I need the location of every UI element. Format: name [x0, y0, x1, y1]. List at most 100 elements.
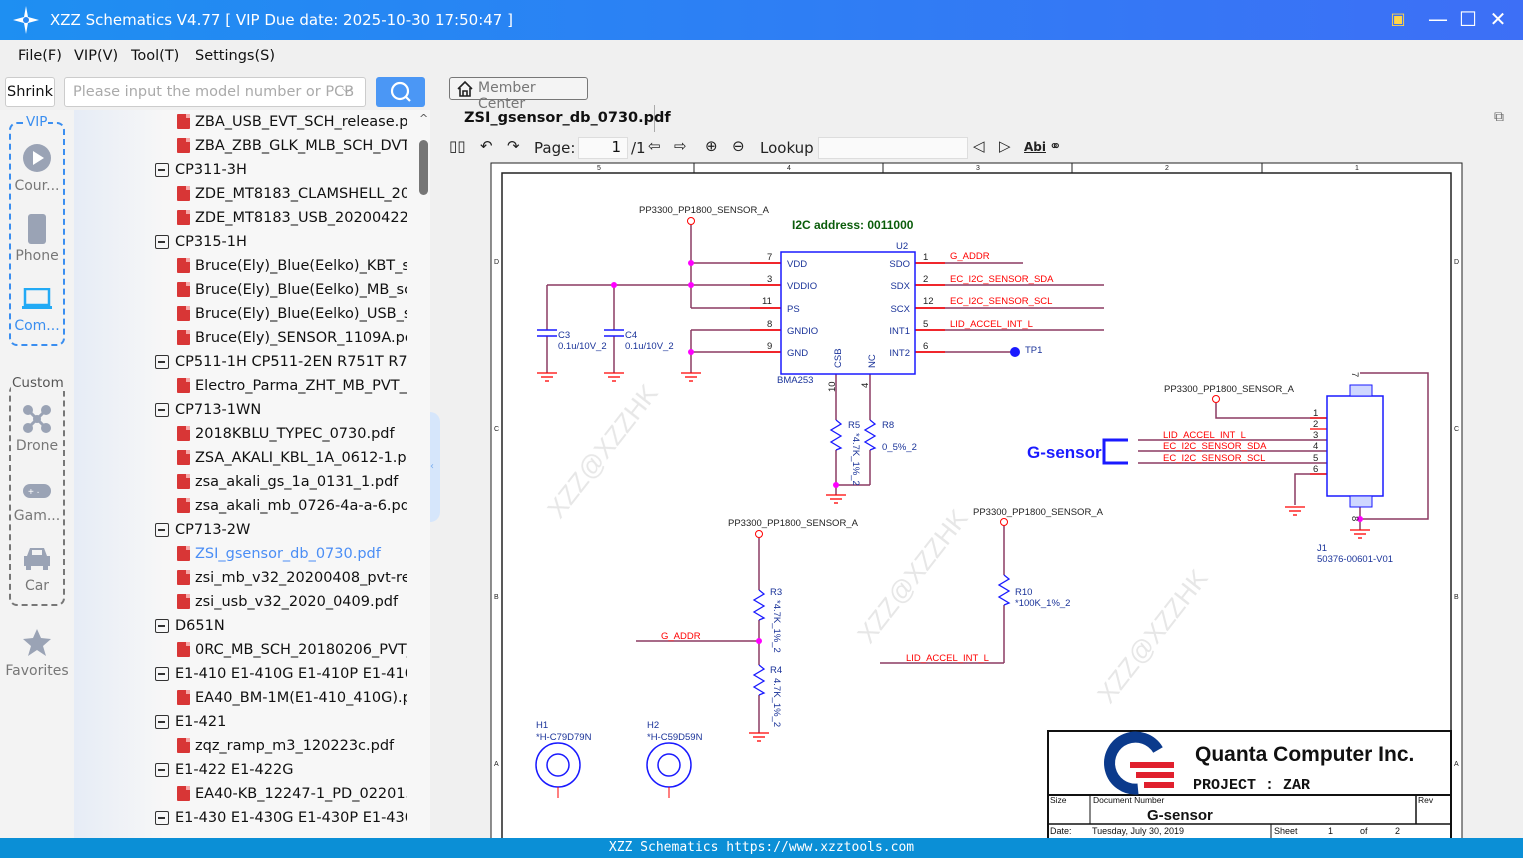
two-page-icon[interactable]: ▯▯ — [449, 137, 466, 155]
rotate-left-icon[interactable]: ↶ — [480, 137, 493, 155]
nav-computer[interactable]: Com... — [14, 318, 60, 334]
r4-ref: R4 — [770, 665, 782, 676]
rotate-right-icon[interactable]: ↷ — [507, 137, 520, 155]
menu-file[interactable]: File(F) — [18, 48, 62, 64]
laptop-icon[interactable] — [22, 288, 52, 310]
model-search-input[interactable]: Please input the model number or PCB — [64, 77, 366, 107]
collapse-icon[interactable] — [155, 619, 169, 633]
nav-drone[interactable]: Drone — [15, 438, 59, 454]
tree-file[interactable]: zsa_akali_mb_0726-4a-a-6.pdf — [74, 495, 407, 517]
tree-group[interactable]: E1-430 E1-430G E1-430P E1-430PG — [74, 807, 407, 829]
title-block: Quanta Computer Inc. PROJECT : ZAR Size … — [1047, 730, 1452, 838]
tree-file[interactable]: ZDE_MT8183_CLAMSHELL_2020 — [74, 183, 407, 205]
collapse-icon[interactable] — [155, 811, 169, 825]
prev-page-icon[interactable]: ⇦ — [648, 137, 661, 155]
tree-file[interactable]: Bruce(Ely)_Blue(Eelko)_USB_sch — [74, 303, 407, 325]
power-port-icon — [755, 530, 763, 538]
search-button[interactable] — [376, 77, 425, 107]
lookup-input[interactable] — [818, 137, 968, 159]
capacitor-icon — [537, 329, 624, 337]
play-icon[interactable] — [23, 144, 51, 172]
u2-chip[interactable] — [780, 251, 916, 375]
tree-file[interactable]: Bruce(Ely)_Blue(Eelko)_MB_sche — [74, 279, 407, 301]
tree-file[interactable]: 0RC_MB_SCH_20180206_PVT_A. — [74, 639, 407, 661]
close-tab-icon[interactable]: ⧉ — [1494, 109, 1504, 125]
nav-courses[interactable]: Cour... — [14, 178, 60, 194]
tree-group[interactable]: CP511-1H CP511-2EN R751T R751T — [74, 351, 407, 373]
tree-file[interactable]: EA40-KB_12247-1_PD_02201300 — [74, 783, 407, 805]
maximize-button[interactable]: ☐ — [1459, 7, 1477, 31]
zoom-in-icon[interactable]: ⊕ — [705, 137, 718, 155]
phone-icon[interactable] — [28, 214, 46, 244]
menu-tool[interactable]: Tool(T) — [131, 48, 180, 64]
collapse-icon[interactable] — [155, 403, 169, 417]
date-label: Date: — [1050, 826, 1072, 836]
tree-file[interactable]: zsa_akali_gs_1a_0131_1.pdf — [74, 471, 407, 493]
tree-scrollbar-thumb[interactable] — [419, 140, 428, 195]
tree-group[interactable]: E1-422 E1-422G — [74, 759, 407, 781]
pin-stubs — [750, 262, 945, 353]
tree-file[interactable]: zsi_usb_v32_2020_0409.pdf — [74, 591, 407, 613]
tree-file[interactable]: 2018KBLU_TYPEC_0730.pdf — [74, 423, 407, 445]
tree-file[interactable]: ZDE_MT8183_USB_20200422_A. — [74, 207, 407, 229]
collapse-icon[interactable] — [155, 235, 169, 249]
panel-splitter[interactable]: ‹ — [430, 72, 441, 838]
tree-item-label: ZSI_gsensor_db_0730.pdf — [195, 546, 381, 562]
menu-vip[interactable]: VIP(V) — [74, 48, 119, 64]
minimize-button[interactable]: — — [1428, 7, 1448, 31]
tree-file[interactable]: ZBA_ZBB_GLK_MLB_SCH_DVT_0 — [74, 135, 407, 157]
tree-file[interactable]: Electro_Parma_ZHT_MB_PVT_04 — [74, 375, 407, 397]
drone-icon[interactable] — [23, 405, 51, 433]
nav-favorites[interactable]: Favorites — [5, 663, 69, 679]
collapse-handle[interactable]: ‹ — [430, 412, 440, 522]
tree-group[interactable]: CP713-1WN — [74, 399, 407, 421]
tree-file[interactable]: zqz_ramp_m3_120223c.pdf — [74, 735, 407, 757]
menu-bar: File(F) VIP(V) Tool(T) Settings(S) — [0, 40, 1523, 72]
collapse-icon[interactable] — [155, 523, 169, 537]
tree-group[interactable]: E1-410 E1-410G E1-410P E1-410PG — [74, 663, 407, 685]
nav-games[interactable]: Gam... — [13, 508, 61, 524]
collapse-icon[interactable] — [155, 355, 169, 369]
find-next-icon[interactable]: ▷ — [999, 137, 1011, 155]
tree-item-label: Bruce(Ely)_Blue(Eelko)_MB_sche — [195, 282, 407, 298]
nav-phone[interactable]: Phone — [15, 248, 59, 264]
row-label: D — [1454, 259, 1459, 266]
collapse-icon[interactable] — [155, 763, 169, 777]
tree-file[interactable]: ZSA_AKALI_KBL_1A_0612-1.pdf — [74, 447, 407, 469]
close-button[interactable]: ✕ — [1489, 7, 1507, 31]
tree-group[interactable]: CP315-1H — [74, 231, 407, 253]
gamepad-icon[interactable]: + ∙ — [23, 484, 51, 498]
tree-file[interactable]: EA40_BM-1M(E1-410_410G).pdf — [74, 687, 407, 709]
zoom-out-icon[interactable]: ⊖ — [732, 137, 745, 155]
next-page-icon[interactable]: ⇨ — [674, 137, 687, 155]
chevron-down-icon[interactable]: ⌵ — [342, 82, 352, 97]
page-number-input[interactable]: 1 — [578, 137, 628, 159]
find-prev-icon[interactable]: ◁ — [973, 137, 985, 155]
tree-group[interactable]: CP311-3H — [74, 159, 407, 181]
tree-file[interactable]: Bruce(Ely)_SENSOR_1109A.pdf — [74, 327, 407, 349]
nav-car[interactable]: Car — [24, 578, 50, 594]
member-center-button[interactable]: Member Center — [449, 77, 588, 112]
tab-document[interactable]: ZSI_gsensor_db_0730.pdf — [450, 105, 671, 132]
resistor-icon — [829, 419, 877, 451]
scroll-up-icon[interactable]: ^ — [419, 112, 429, 125]
tree-file[interactable]: ZSI_gsensor_db_0730.pdf — [74, 543, 407, 565]
schematic-canvas[interactable]: 5 4 3 2 1 D C B A D C B A XZZ@XZZHK XZZ@… — [441, 160, 1523, 838]
collapse-icon[interactable] — [155, 163, 169, 177]
menu-settings[interactable]: Settings(S) — [195, 48, 275, 64]
binoculars-icon[interactable]: ⚭ — [1049, 137, 1062, 155]
tree-group[interactable]: CP713-2W — [74, 519, 407, 541]
star-icon[interactable] — [22, 628, 52, 656]
pdf-icon — [177, 498, 190, 513]
match-case-icon[interactable]: Abi — [1024, 140, 1046, 154]
collapse-icon[interactable] — [155, 715, 169, 729]
collapse-icon[interactable] — [155, 667, 169, 681]
tree-file[interactable]: Bruce(Ely)_Blue(Eelko)_KBT_sch — [74, 255, 407, 277]
tree-group[interactable]: E1-421 — [74, 711, 407, 733]
tree-group[interactable]: D651N — [74, 615, 407, 637]
shrink-button[interactable]: Shrink — [5, 77, 55, 107]
vip-bag-icon[interactable]: ▣ — [1390, 9, 1406, 28]
tree-file[interactable]: ZBA_USB_EVT_SCH_release.pdf — [74, 111, 407, 133]
car-icon[interactable] — [23, 546, 51, 570]
tree-file[interactable]: zsi_mb_v32_20200408_pvt-rev i.pdf — [74, 567, 407, 589]
